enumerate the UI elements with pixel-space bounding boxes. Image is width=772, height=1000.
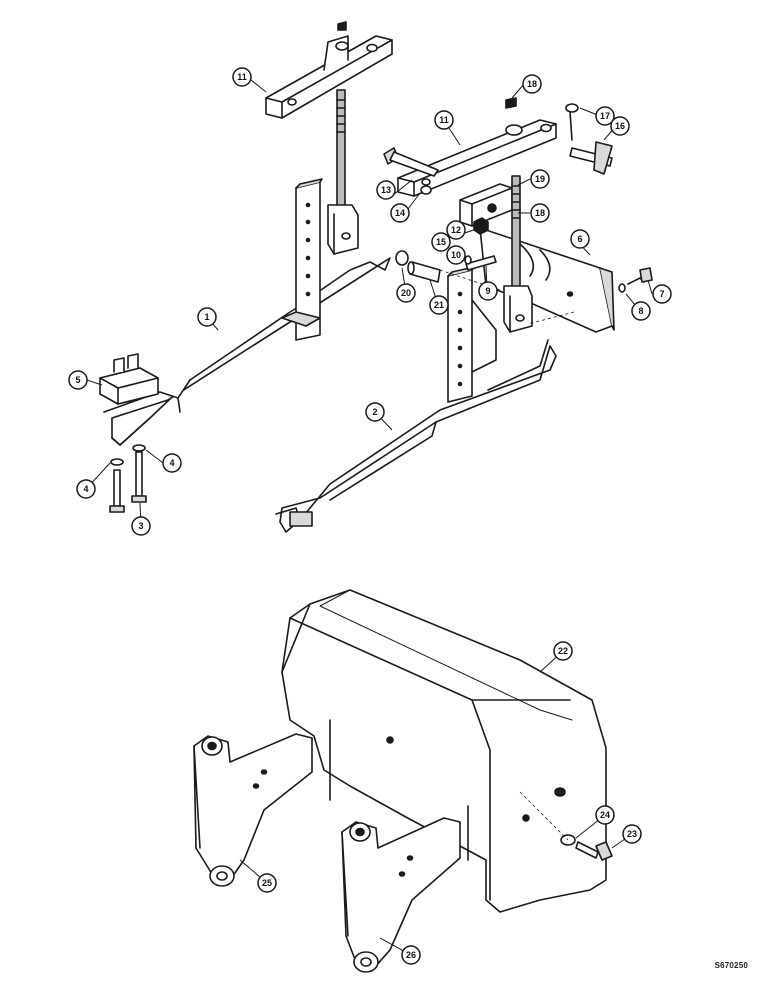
svg-text:9: 9 bbox=[485, 286, 490, 296]
svg-text:1: 1 bbox=[204, 312, 209, 322]
svg-text:14: 14 bbox=[395, 208, 405, 218]
mounting-plate-left bbox=[193, 733, 313, 887]
washer-14 bbox=[420, 185, 432, 195]
callout-1: 1 bbox=[197, 307, 217, 327]
alignment-lines bbox=[439, 269, 575, 841]
svg-text:11: 11 bbox=[439, 115, 449, 125]
leveling-screw-right bbox=[503, 175, 533, 333]
link-block bbox=[459, 183, 513, 227]
callout-22: 22 bbox=[553, 641, 573, 661]
svg-text:11: 11 bbox=[237, 72, 247, 82]
svg-text:24: 24 bbox=[600, 810, 610, 820]
svg-text:15: 15 bbox=[436, 237, 446, 247]
svg-text:20: 20 bbox=[401, 288, 411, 298]
svg-text:22: 22 bbox=[558, 646, 568, 656]
callout-19: 19 bbox=[530, 169, 550, 189]
callout-8: 8 bbox=[631, 301, 651, 321]
pin-17 bbox=[565, 103, 579, 141]
svg-text:3: 3 bbox=[138, 521, 143, 531]
pin-9 bbox=[465, 255, 497, 271]
callouts: 11 11 13 14 12 15 18 17 16 19 18 6 10 9 … bbox=[68, 67, 672, 965]
callout-18-mid: 18 bbox=[530, 203, 550, 223]
callout-12: 12 bbox=[446, 220, 466, 240]
callout-4-right: 4 bbox=[162, 453, 182, 473]
svg-text:13: 13 bbox=[381, 185, 391, 195]
leveling-link-right bbox=[397, 97, 557, 197]
leveling-link-left bbox=[265, 21, 393, 119]
callout-2: 2 bbox=[365, 402, 385, 422]
callout-3: 3 bbox=[131, 516, 151, 536]
counterweight bbox=[281, 589, 607, 913]
clamp-block bbox=[99, 353, 159, 405]
washers-4 bbox=[110, 444, 146, 466]
svg-text:12: 12 bbox=[451, 225, 461, 235]
callout-4-left: 4 bbox=[76, 479, 96, 499]
svg-text:19: 19 bbox=[535, 174, 545, 184]
bolt-23 bbox=[575, 841, 613, 861]
svg-text:4: 4 bbox=[169, 458, 174, 468]
bracket-plate bbox=[479, 227, 615, 333]
svg-text:23: 23 bbox=[627, 829, 637, 839]
pin-21 bbox=[407, 261, 441, 283]
callout-24: 24 bbox=[595, 805, 615, 825]
callout-18-top: 18 bbox=[522, 74, 542, 94]
callout-5: 5 bbox=[68, 370, 88, 390]
t-pin-16 bbox=[569, 141, 613, 175]
callout-20: 20 bbox=[396, 283, 416, 303]
reference-code: S670250 bbox=[714, 961, 748, 970]
svg-text:26: 26 bbox=[406, 950, 416, 960]
callout-14: 14 bbox=[390, 203, 410, 223]
callout-6: 6 bbox=[570, 229, 590, 249]
callout-17: 17 bbox=[595, 106, 615, 126]
callout-11-left: 11 bbox=[232, 67, 252, 87]
callout-13: 13 bbox=[376, 180, 396, 200]
svg-text:21: 21 bbox=[434, 300, 444, 310]
callout-15: 15 bbox=[431, 232, 451, 252]
callout-7: 7 bbox=[652, 284, 672, 304]
svg-text:10: 10 bbox=[451, 250, 461, 260]
svg-text:25: 25 bbox=[262, 878, 272, 888]
bolt-7 bbox=[627, 267, 653, 285]
callout-10: 10 bbox=[446, 245, 466, 265]
washer-20 bbox=[395, 250, 409, 266]
svg-text:8: 8 bbox=[638, 306, 643, 316]
svg-text:4: 4 bbox=[83, 484, 88, 494]
right-hitch-arm bbox=[275, 266, 557, 533]
svg-text:16: 16 bbox=[615, 121, 625, 131]
svg-text:18: 18 bbox=[535, 208, 545, 218]
svg-text:2: 2 bbox=[372, 407, 377, 417]
svg-text:7: 7 bbox=[659, 289, 664, 299]
callout-26: 26 bbox=[401, 945, 421, 965]
svg-text:6: 6 bbox=[577, 234, 582, 244]
svg-text:17: 17 bbox=[600, 111, 610, 121]
callout-21: 21 bbox=[429, 295, 449, 315]
washer-8 bbox=[618, 283, 626, 293]
svg-text:5: 5 bbox=[75, 375, 80, 385]
bolt-13 bbox=[383, 147, 439, 177]
callout-16: 16 bbox=[610, 116, 630, 136]
mounting-plate-right bbox=[341, 817, 461, 973]
callout-11-right: 11 bbox=[434, 110, 454, 130]
left-hitch-arm bbox=[103, 178, 391, 446]
callout-25: 25 bbox=[257, 873, 277, 893]
svg-text:18: 18 bbox=[527, 79, 537, 89]
callout-9: 9 bbox=[478, 281, 498, 301]
leveling-screw-left bbox=[327, 89, 359, 255]
callout-23: 23 bbox=[622, 824, 642, 844]
bolts-3 bbox=[109, 451, 147, 513]
